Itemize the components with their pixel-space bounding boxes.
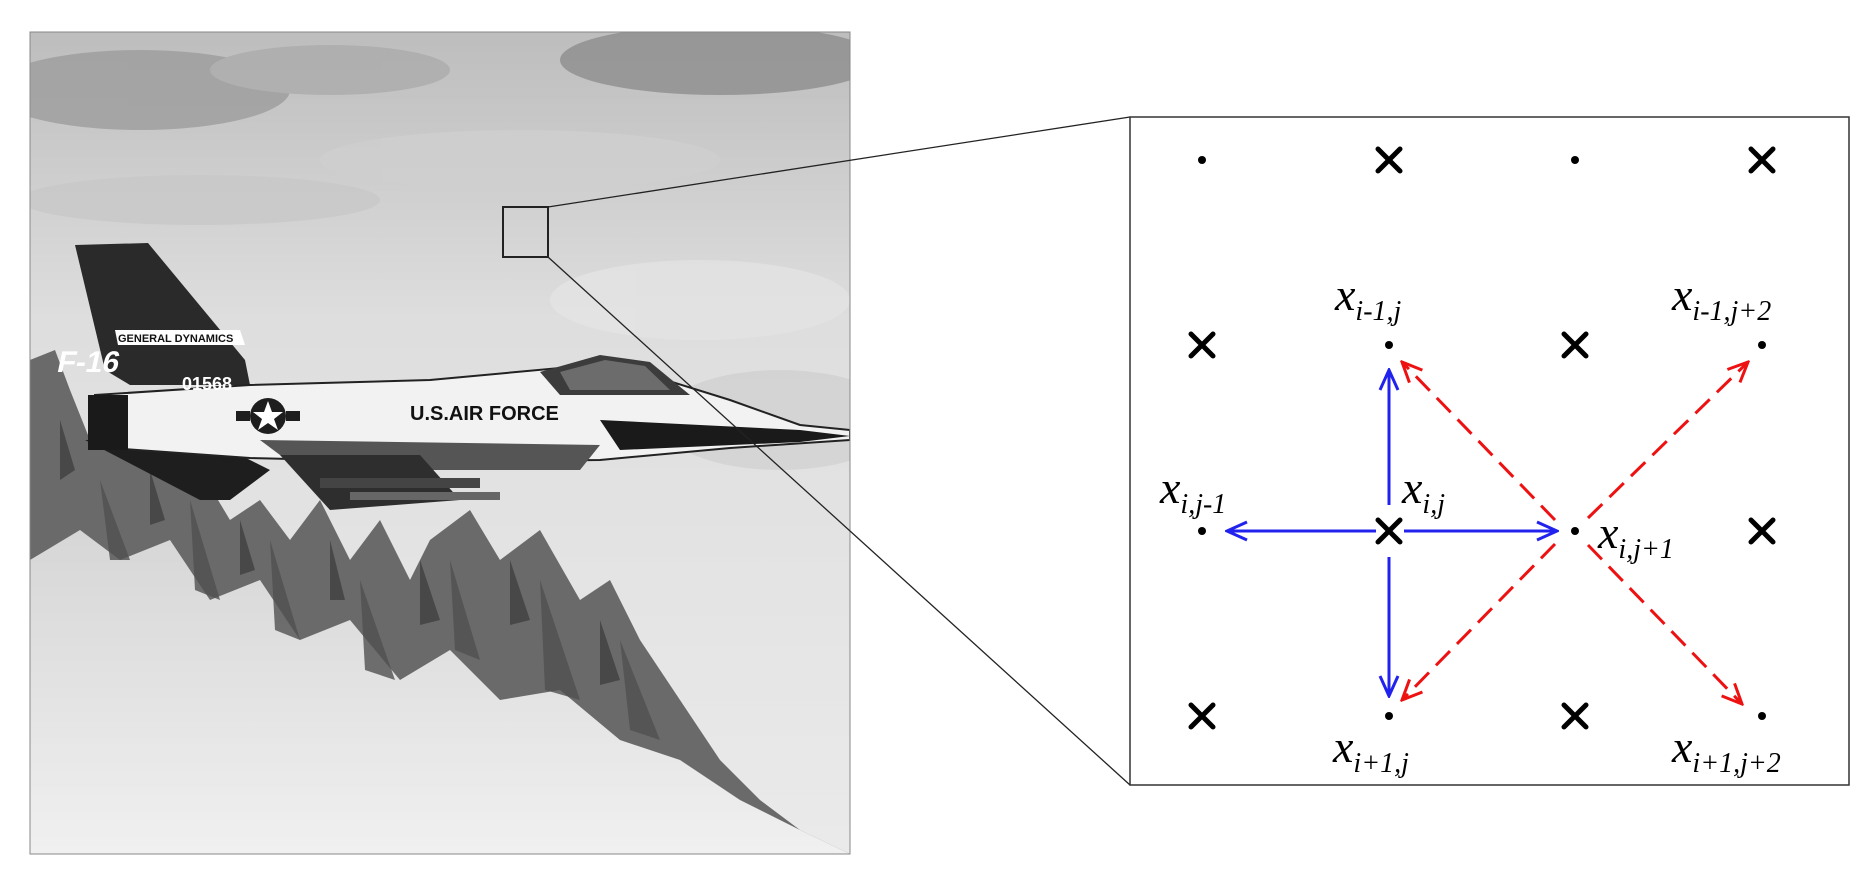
fuselage-text: U.S.AIR FORCE bbox=[410, 403, 559, 425]
lattice-cross-r2-c1 bbox=[1375, 517, 1403, 545]
red-arrow-down-left bbox=[1402, 542, 1557, 700]
zoom-line-top bbox=[547, 116, 1131, 208]
blue-arrows bbox=[1227, 370, 1557, 696]
tail-number-text: 01568 bbox=[182, 374, 232, 394]
lattice-dot-r2-c0 bbox=[1198, 527, 1206, 535]
photo-border bbox=[29, 31, 851, 855]
red-arrow-down-right bbox=[1586, 543, 1742, 704]
lattice-dot-r0-c2 bbox=[1571, 156, 1579, 164]
zoom-region-box bbox=[502, 206, 549, 258]
lattice-dot-r2-c2 bbox=[1571, 527, 1579, 535]
red-dashed-arrows bbox=[1402, 362, 1748, 704]
lattice-cross-r3-c0 bbox=[1188, 702, 1216, 730]
label-x-im1-j: xi-1,j bbox=[1334, 269, 1402, 327]
mountains bbox=[30, 350, 850, 854]
label-x-i-jm1: xi,j-1 bbox=[1159, 462, 1226, 520]
lattice-dot-r3-c1 bbox=[1385, 712, 1393, 720]
lattice-dot-r0-c0 bbox=[1198, 156, 1206, 164]
lattice-cross-r0-c3 bbox=[1748, 146, 1776, 174]
label-x-im1-jp2: xi-1,j+2 bbox=[1671, 269, 1771, 327]
red-arrow-up-right bbox=[1586, 362, 1748, 520]
lattice-labels: xi-1,j xi-1,j+2 xi,j-1 xi,j xi,j+1 xi+1,… bbox=[1159, 269, 1781, 779]
lattice-cross-r2-c3 bbox=[1748, 517, 1776, 545]
label-x-i-jp1: xi,j+1 bbox=[1597, 507, 1674, 565]
f16-aircraft: GENERAL DYNAMICS F-16 01568 U.S.AIR FORC… bbox=[54, 243, 850, 510]
lattice-cross-r3-c2 bbox=[1561, 702, 1589, 730]
label-x-ip1-j: xi+1,j bbox=[1332, 721, 1409, 779]
tail-model-text: F-16 bbox=[54, 346, 123, 379]
lattice-dot-r3-c3 bbox=[1758, 712, 1766, 720]
lattice-dot-r1-c1 bbox=[1385, 341, 1393, 349]
lattice-cross-r1-c0 bbox=[1188, 331, 1216, 359]
red-arrow-up-left bbox=[1402, 362, 1557, 522]
aircraft-photo: GENERAL DYNAMICS F-16 01568 U.S.AIR FORC… bbox=[30, 32, 850, 854]
lattice-dot-r1-c3 bbox=[1758, 341, 1766, 349]
lattice-cross-r1-c2 bbox=[1561, 331, 1589, 359]
label-x-ip1-jp2: xi+1,j+2 bbox=[1671, 721, 1781, 779]
tail-brand-text: GENERAL DYNAMICS bbox=[118, 333, 233, 345]
lattice-cross-r0-c1 bbox=[1375, 146, 1403, 174]
label-x-i-j: xi,j bbox=[1401, 462, 1445, 520]
lattice-grid bbox=[1188, 146, 1776, 730]
zoom-line-bottom bbox=[547, 256, 1131, 786]
